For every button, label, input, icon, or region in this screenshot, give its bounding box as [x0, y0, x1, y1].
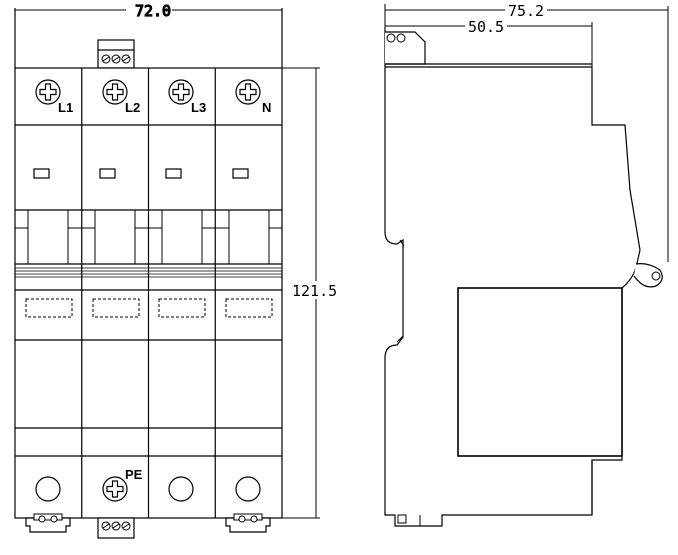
pole-label-l1: L1	[58, 100, 73, 115]
height-dim-label: 121.5	[292, 282, 337, 300]
front-cover	[457, 287, 623, 457]
pe-screw-icon	[102, 476, 128, 502]
top-latch	[385, 31, 592, 65]
overall-depth-label: 75.2	[508, 2, 544, 20]
status-windows	[33, 168, 249, 179]
pe-label: PE	[125, 467, 143, 482]
terminal-screw-icon	[235, 79, 261, 105]
terminal-screw-icon	[102, 79, 128, 105]
width-dim-label: 72.0	[135, 2, 171, 20]
label-windows	[25, 298, 273, 318]
lever-tab-icon	[633, 263, 663, 288]
terminal-screw-icon	[168, 79, 194, 105]
pole-label-n: N	[262, 100, 271, 115]
side-view	[384, 4, 669, 527]
terminal-screw-icon	[35, 79, 61, 105]
pole-label-l3: L3	[191, 100, 206, 115]
inner-depth-label: 50.5	[468, 18, 504, 36]
top-terminal-block	[97, 39, 135, 69]
front-view: 72.0	[14, 1, 338, 539]
bottom-terminals	[35, 476, 261, 502]
pole-label-l2: L2	[125, 100, 140, 115]
bottom-terminal-block	[97, 517, 135, 539]
